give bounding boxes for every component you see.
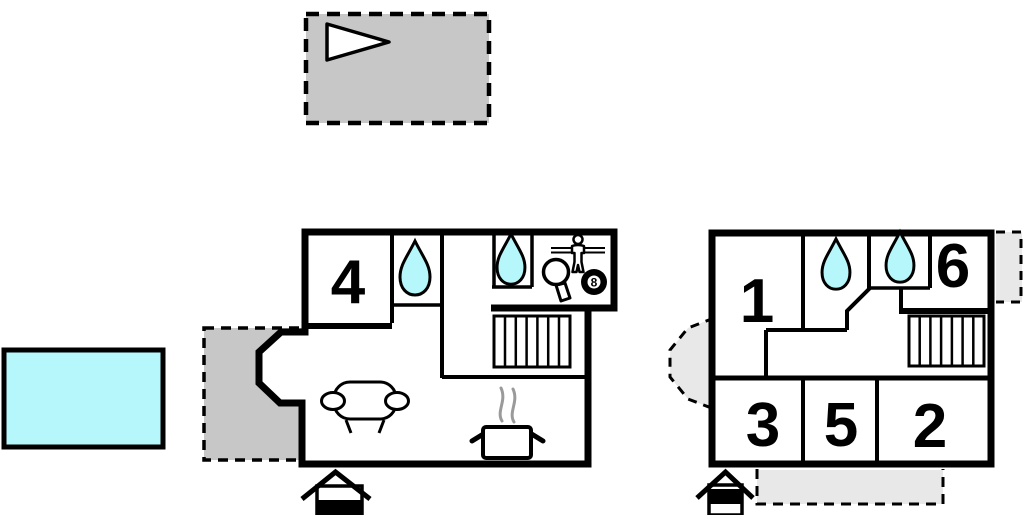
sofa-icon — [320, 380, 410, 434]
billiard-8-ball-icon: 8 — [581, 269, 607, 295]
room-number-4: 4 — [331, 248, 366, 317]
terrace-bottom — [755, 469, 945, 506]
room-number-6: 6 — [936, 232, 970, 301]
terrace-right — [996, 230, 1023, 304]
floorplan-left: 8 4 — [202, 228, 618, 515]
table-tennis-paddle-icon — [541, 257, 572, 303]
room-number-3: 3 — [746, 391, 780, 460]
flag-icon — [325, 22, 391, 62]
entrance-icon — [300, 468, 372, 515]
upper-terrace — [303, 11, 492, 126]
cooking-pot-icon — [469, 386, 546, 460]
floorplan-right: 1 6 3 5 2 — [668, 229, 1023, 515]
entrance-icon — [695, 468, 755, 515]
room-number-2: 2 — [913, 392, 947, 461]
stairs-icon — [907, 314, 986, 368]
room-number-5: 5 — [824, 391, 858, 460]
foosball-player-icon — [551, 233, 605, 274]
room-number-1: 1 — [740, 267, 774, 336]
swimming-pool — [1, 347, 166, 450]
terrace-left — [668, 315, 716, 412]
stairs-icon — [492, 314, 572, 369]
steam-icon — [498, 386, 517, 424]
wall — [845, 233, 871, 330]
billiard-ball-number: 8 — [591, 276, 598, 290]
